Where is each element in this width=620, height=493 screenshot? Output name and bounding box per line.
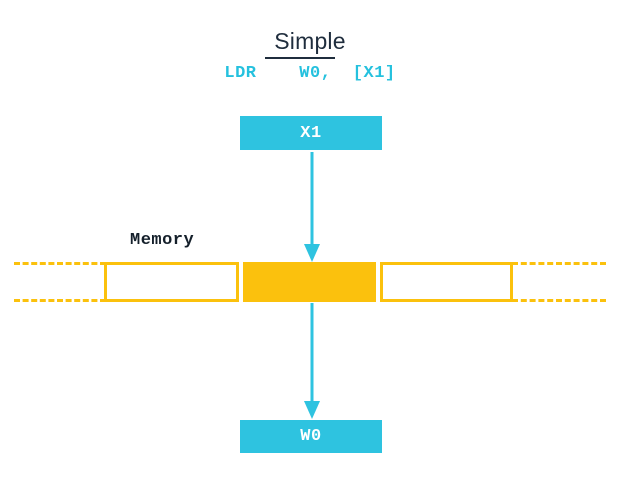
- instruction-text: LDR W0, [X1]: [224, 64, 396, 83]
- page-title: Simple: [274, 28, 346, 54]
- memory-row: [0, 262, 620, 302]
- source-register-box: X1: [240, 116, 382, 150]
- memory-to-register-arrow-icon: [304, 303, 320, 419]
- address-to-memory-arrow-icon: [304, 152, 320, 262]
- memory-dash-right-bottom: [512, 299, 606, 302]
- source-register-label: X1: [300, 123, 322, 143]
- memory-dash-left-top: [14, 262, 106, 265]
- title-underline: [265, 57, 335, 59]
- destination-register-label: W0: [300, 427, 322, 446]
- memory-cell-left-neighbour: [104, 262, 239, 302]
- memory-cell-right-neighbour: [380, 262, 513, 302]
- memory-dash-right-top: [512, 262, 606, 265]
- memory-dash-left-bottom: [14, 299, 106, 302]
- destination-register-box: W0: [240, 420, 382, 453]
- memory-label: Memory: [130, 231, 195, 250]
- memory-cell-target-address: [243, 262, 376, 302]
